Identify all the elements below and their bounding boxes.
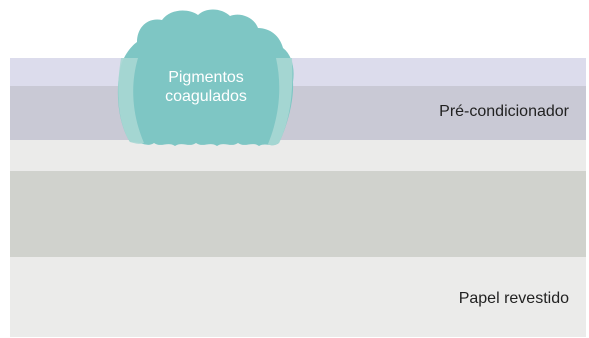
coated-paper-label: Papel revestido	[458, 290, 569, 307]
pigments-label-line-1: Pigmentos	[168, 69, 244, 86]
layer-coated-paper	[10, 257, 586, 337]
pigment-cloud-body	[117, 9, 294, 146]
pigments-label-line-2: coagulados	[165, 88, 247, 105]
preconditioner-label: Pré-condicionador	[439, 103, 569, 120]
pigment-overlap-right	[268, 58, 293, 146]
layer-top-lavender	[10, 58, 586, 86]
layer-light-band	[10, 140, 586, 171]
layer-preconditioner	[10, 86, 586, 140]
layer-gray-band	[10, 171, 586, 257]
pigment-overlap-left	[118, 58, 144, 144]
